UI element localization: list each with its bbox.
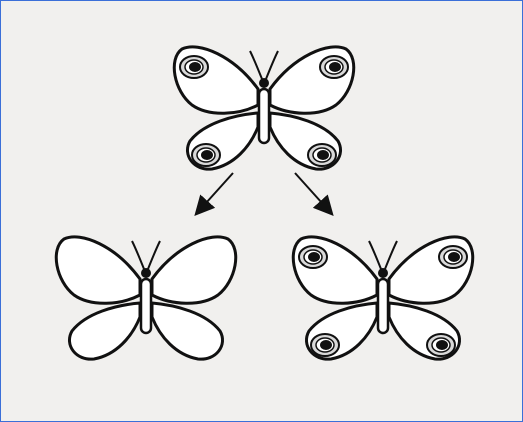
arrow-to-spotted xyxy=(295,173,331,213)
eyespot-upper-left xyxy=(180,56,208,78)
arrow-to-plain xyxy=(197,173,233,213)
butterfly-offspring-plain xyxy=(56,237,235,359)
eyespot-upper-right xyxy=(439,246,467,268)
eyespot-lower-right xyxy=(308,144,336,166)
eyespot-lower-left xyxy=(192,144,220,166)
eyespot-lower-right xyxy=(427,334,455,356)
eyespot-upper-right xyxy=(320,56,348,78)
eyespot-upper-left xyxy=(299,246,327,268)
eyespot-lower-left xyxy=(311,334,339,356)
butterfly-offspring-spotted xyxy=(293,237,472,359)
butterfly-parent xyxy=(174,47,353,169)
